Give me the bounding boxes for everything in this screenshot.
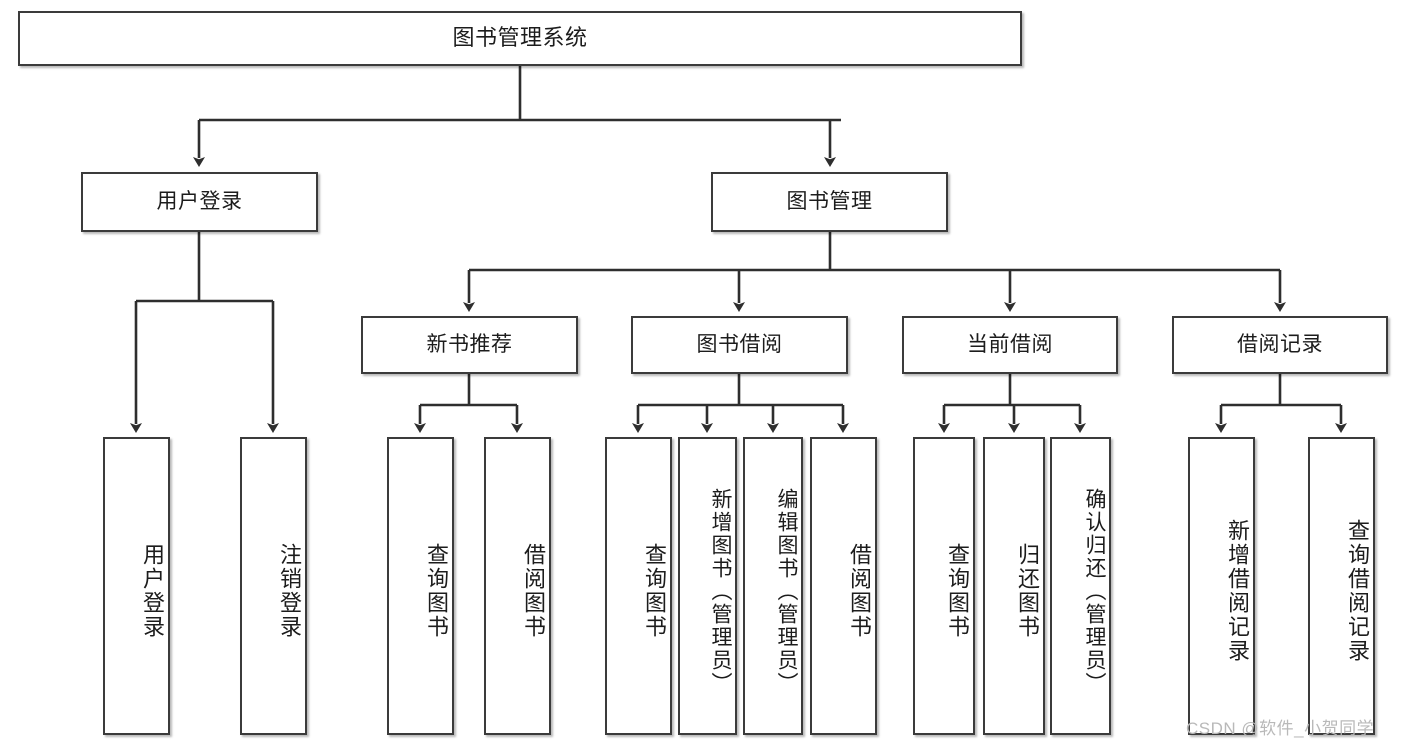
leaf-query-book-recommend[interactable]: 查询图书 [387,437,454,735]
leaf-borrow-book-recommend-label: 借阅图书 [521,543,546,639]
leaf-logout-label: 注销登录 [277,543,302,639]
leaf-query-book-borrow[interactable]: 查询图书 [605,437,672,735]
node-borrow-record-label: 借阅记录 [1237,333,1323,357]
leaf-query-book-current[interactable]: 查询图书 [913,437,975,735]
node-root[interactable]: 图书管理系统 [18,11,1022,66]
watermark: CSDN @软件_小贺同学 [1186,719,1375,738]
leaf-query-book-borrow-label: 查询图书 [642,543,667,639]
node-current-borrow-label: 当前借阅 [967,333,1053,357]
leaf-add-book-admin[interactable]: 新增图书（管理员） [678,437,737,735]
leaf-edit-book-admin[interactable]: 编辑图书（管理员） [743,437,803,735]
leaf-add-book-admin-label: 新增图书（管理员） [709,487,732,695]
leaf-return-book-label: 归还图书 [1015,543,1040,639]
node-book-management-label: 图书管理 [786,190,873,214]
leaf-user-login-label: 用户登录 [140,543,165,639]
node-book-borrow-label: 图书借阅 [696,333,783,357]
leaf-confirm-return-admin-label: 确认归还（管理员） [1083,487,1106,695]
leaf-user-login[interactable]: 用户登录 [103,437,170,735]
leaf-edit-book-admin-label: 编辑图书（管理员） [775,487,798,695]
node-new-book-recommend-label: 新书推荐 [426,333,513,357]
leaf-return-book[interactable]: 归还图书 [983,437,1045,735]
leaf-query-book-recommend-label: 查询图书 [424,543,449,639]
node-user-login[interactable]: 用户登录 [81,172,318,232]
node-borrow-record[interactable]: 借阅记录 [1172,316,1388,374]
leaf-logout[interactable]: 注销登录 [240,437,307,735]
node-book-management[interactable]: 图书管理 [711,172,948,232]
node-book-borrow[interactable]: 图书借阅 [631,316,848,374]
node-current-borrow[interactable]: 当前借阅 [902,316,1118,374]
leaf-query-book-current-label: 查询图书 [945,543,970,639]
leaf-add-borrow-record[interactable]: 新增借阅记录 [1188,437,1255,735]
node-new-book-recommend[interactable]: 新书推荐 [361,316,578,374]
leaf-add-borrow-record-label: 新增借阅记录 [1225,519,1250,663]
node-user-login-label: 用户登录 [156,190,243,214]
leaf-borrow-book[interactable]: 借阅图书 [810,437,877,735]
leaf-confirm-return-admin[interactable]: 确认归还（管理员） [1050,437,1111,735]
leaf-borrow-book-recommend[interactable]: 借阅图书 [484,437,551,735]
leaf-query-borrow-record-label: 查询借阅记录 [1345,519,1370,663]
node-root-label: 图书管理系统 [452,25,588,51]
leaf-borrow-book-label: 借阅图书 [847,543,872,639]
leaf-query-borrow-record[interactable]: 查询借阅记录 [1308,437,1375,735]
